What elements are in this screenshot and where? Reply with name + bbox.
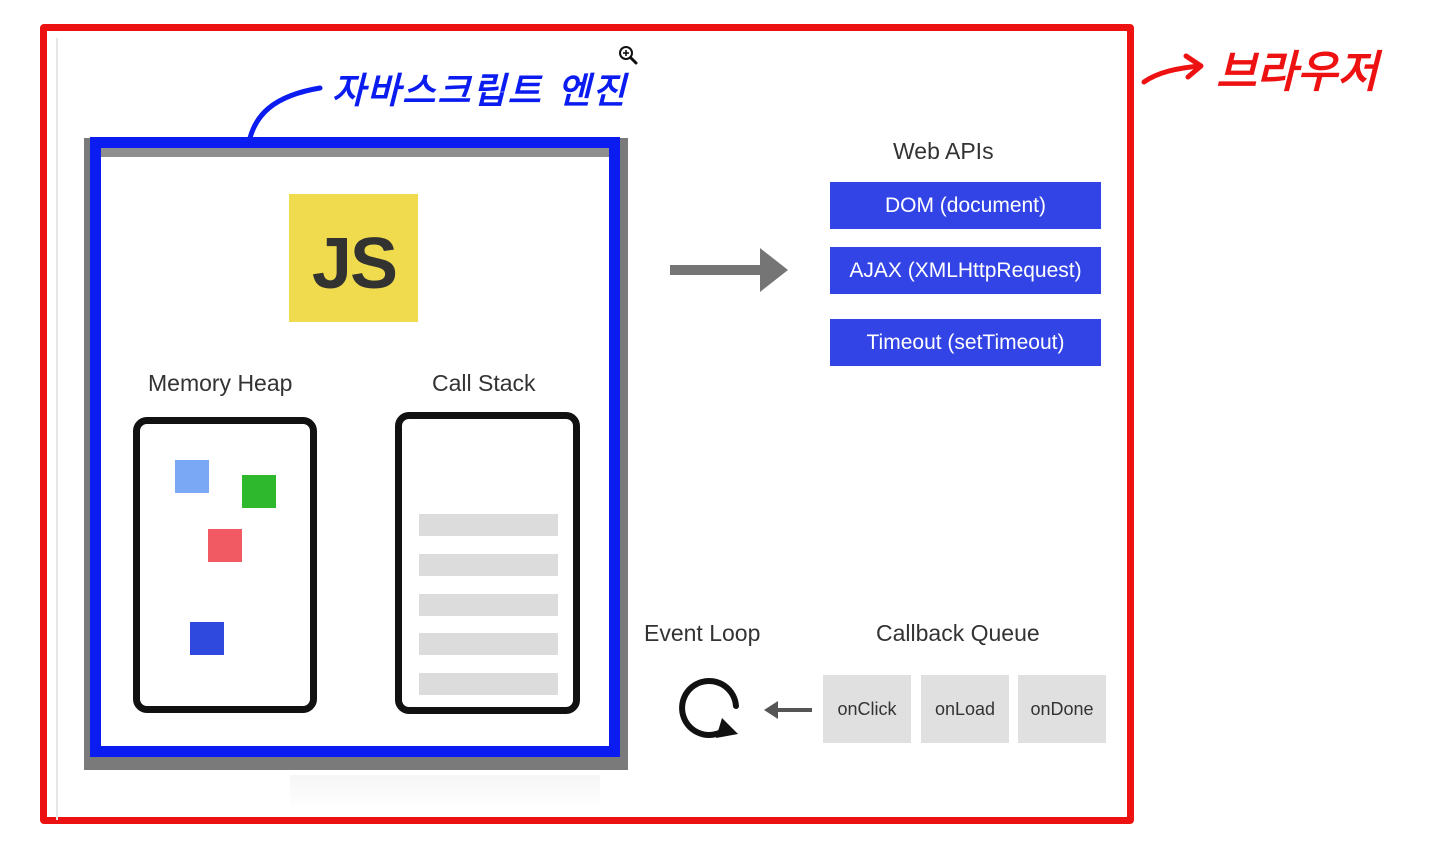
arrow-right-icon <box>670 248 788 292</box>
web-apis-title: Web APIs <box>893 138 994 164</box>
engine-annotation: 자바스크립트 엔진 <box>332 71 628 112</box>
web-api-ajax-button[interactable]: AJAX (XMLHttpRequest) <box>830 247 1101 294</box>
call-stack-label: Call Stack <box>432 370 536 396</box>
browser-pointer-arrow <box>1141 53 1204 85</box>
zoom-in-icon[interactable] <box>617 44 639 66</box>
queue-item-onclick: onClick <box>823 675 911 743</box>
web-api-timeout-button[interactable]: Timeout (setTimeout) <box>830 319 1101 366</box>
engine-pointer-line <box>247 85 323 141</box>
heap-block <box>208 529 242 562</box>
arrow-left-icon <box>764 701 812 719</box>
browser-frame <box>40 24 1134 824</box>
stack-frame <box>419 673 558 695</box>
slide-edge <box>56 38 58 820</box>
memory-heap-label: Memory Heap <box>148 370 293 396</box>
stack-frame <box>419 514 558 536</box>
event-loop-label: Event Loop <box>644 620 761 646</box>
memory-heap-panel <box>133 417 317 713</box>
heap-block <box>190 622 224 655</box>
callback-queue-title: Callback Queue <box>876 620 1040 646</box>
stack-frame <box>419 554 558 576</box>
web-api-dom-button[interactable]: DOM (document) <box>830 182 1101 229</box>
engine-top-bar <box>101 148 609 157</box>
refresh-loop-icon <box>679 678 739 738</box>
heap-block <box>242 475 276 508</box>
js-logo: JS <box>289 194 418 322</box>
queue-item-onload: onLoad <box>921 675 1009 743</box>
heap-block <box>175 460 209 493</box>
engine-reflection <box>290 775 600 810</box>
stack-frame <box>419 633 558 655</box>
js-logo-text: JS <box>311 224 398 304</box>
queue-item-ondone: onDone <box>1018 675 1106 743</box>
browser-annotation: 브라우저 <box>1216 47 1378 98</box>
stack-frame <box>419 594 558 616</box>
